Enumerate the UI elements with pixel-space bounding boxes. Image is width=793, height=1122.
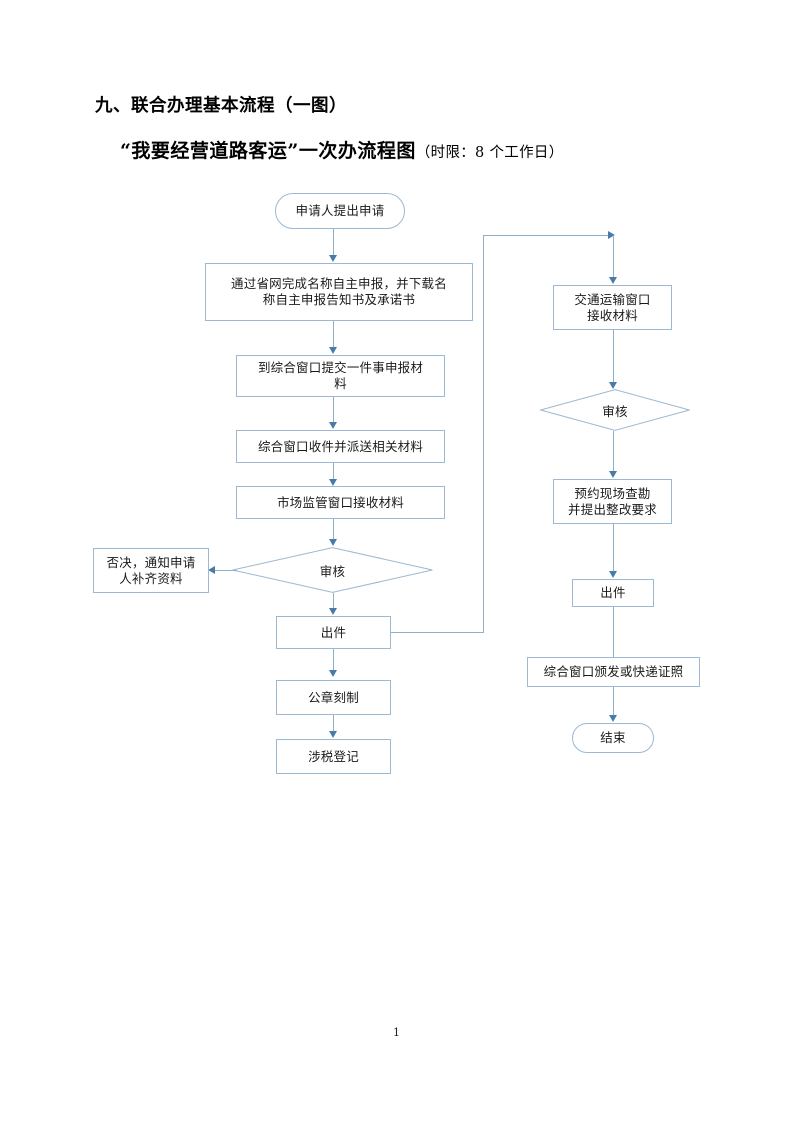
node-review-left-label: 审核 — [319, 563, 346, 579]
edge-name-declare-to-submit — [333, 321, 334, 348]
node-name-declaration-line2: 称自主申报告知书及承诺书 — [262, 292, 416, 307]
edge-review-right-to-survey — [613, 431, 614, 475]
diamond-shape-review-right — [540, 389, 690, 431]
node-receive-and-dispatch-label: 综合窗口收件并派送相关材料 — [257, 438, 424, 454]
edge-start-to-name-declare — [333, 229, 334, 256]
node-review-left: 审核 — [232, 547, 433, 593]
arrowhead-down-issue-left — [328, 608, 337, 615]
edge-market-to-review — [333, 519, 334, 543]
edge-review-to-issue-left — [333, 593, 334, 611]
section-heading: 九、联合办理基本流程（一图） — [95, 96, 347, 116]
node-end-label: 结束 — [600, 730, 626, 745]
edge-issue-to-seal — [333, 649, 334, 673]
node-market-supervision-receive-label: 市场监管窗口接收材料 — [276, 494, 404, 510]
chart-title-main: “我要经营道路客运”一次办流程图 — [120, 140, 416, 162]
node-market-supervision-receive: 市场监管窗口接收材料 — [236, 486, 445, 519]
edge-survey-to-issue-right — [613, 524, 614, 575]
node-transport-window-receive-line1: 交通运输窗口 — [574, 291, 651, 307]
arrowhead-right-transport-feed — [608, 230, 615, 239]
node-seal-engraving: 公章刻制 — [276, 680, 391, 715]
node-issue-right: 出件 — [572, 579, 654, 607]
arrowhead-down-tax — [328, 731, 337, 738]
arrowhead-down-submit — [328, 347, 337, 354]
node-issue-right-label: 出件 — [600, 585, 626, 600]
node-issue-left-label: 出件 — [320, 624, 347, 640]
edge-riser-vertical — [483, 235, 484, 633]
arrowhead-down-name-declare — [328, 255, 337, 262]
node-submit-materials-line1: 到综合窗口提交一件事申报材 — [257, 360, 424, 375]
arrowhead-down-market — [328, 479, 337, 486]
edge-review-to-reject — [215, 570, 237, 571]
node-submit-materials: 到综合窗口提交一件事申报材 料 — [236, 355, 445, 397]
node-review-right: 审核 — [540, 389, 690, 431]
edge-submit-to-receive — [333, 397, 334, 423]
node-start: 申请人提出申请 — [275, 193, 405, 229]
arrowhead-down-review-right — [608, 382, 617, 389]
node-start-label: 申请人提出申请 — [295, 203, 385, 218]
arrowhead-down-review-left — [328, 539, 337, 546]
edge-deliver-to-end — [613, 687, 614, 719]
node-site-survey: 预约现场查勘 并提出整改要求 — [553, 479, 672, 524]
node-tax-registration-label: 涉税登记 — [308, 748, 359, 764]
node-tax-registration: 涉税登记 — [276, 739, 391, 774]
page-number: 1 — [393, 1026, 400, 1039]
arrowhead-down-issue-right — [608, 571, 617, 578]
arrowhead-down-receive — [328, 422, 337, 429]
edge-issue-right-to-deliver — [613, 607, 614, 657]
arrowhead-down-survey — [608, 471, 617, 478]
edge-riser-to-transport — [483, 235, 613, 236]
node-name-declaration: 通过省网完成名称自主申报，并下载名 称自主申报告知书及承诺书 — [205, 263, 473, 321]
node-transport-window-receive: 交通运输窗口 接收材料 — [553, 285, 672, 330]
node-name-declaration-line1: 通过省网完成名称自主申报，并下载名 — [231, 276, 447, 291]
chart-title: “我要经营道路客运”一次办流程图（时限：8 个工作日） — [120, 136, 564, 163]
edge-feed-down-transport — [613, 235, 614, 280]
arrowhead-left-reject — [208, 565, 215, 574]
diamond-shape-review-left — [232, 547, 433, 593]
node-issue-left: 出件 — [276, 616, 391, 649]
node-review-right-label: 审核 — [602, 403, 628, 419]
node-transport-window-receive-line2: 接收材料 — [587, 307, 638, 323]
chart-title-sub: （时限：8 个工作日） — [415, 145, 564, 161]
edge-receive-to-market — [333, 463, 334, 483]
node-end: 结束 — [572, 723, 654, 753]
node-receive-and-dispatch: 综合窗口收件并派送相关材料 — [236, 430, 445, 463]
node-deliver-certificate-label: 综合窗口颁发或快递证照 — [543, 664, 684, 679]
node-site-survey-line2: 并提出整改要求 — [568, 501, 657, 517]
node-reject-notice-line1: 否决，通知申请 — [106, 554, 196, 570]
node-site-survey-line1: 预约现场查勘 — [574, 485, 651, 501]
edge-issue-left-to-riser — [391, 632, 484, 633]
node-seal-engraving-label: 公章刻制 — [308, 689, 359, 705]
node-deliver-certificate: 综合窗口颁发或快递证照 — [527, 657, 700, 687]
arrowhead-down-end — [608, 715, 617, 722]
edge-transport-to-review-right — [613, 330, 614, 386]
node-submit-materials-line2: 料 — [334, 376, 347, 391]
arrowhead-down-transport — [608, 277, 617, 284]
arrowhead-down-seal — [328, 670, 337, 677]
node-reject-notice: 否决，通知申请 人补齐资料 — [93, 548, 209, 593]
edge-seal-to-tax — [333, 715, 334, 735]
node-reject-notice-line2: 人补齐资料 — [119, 570, 183, 586]
